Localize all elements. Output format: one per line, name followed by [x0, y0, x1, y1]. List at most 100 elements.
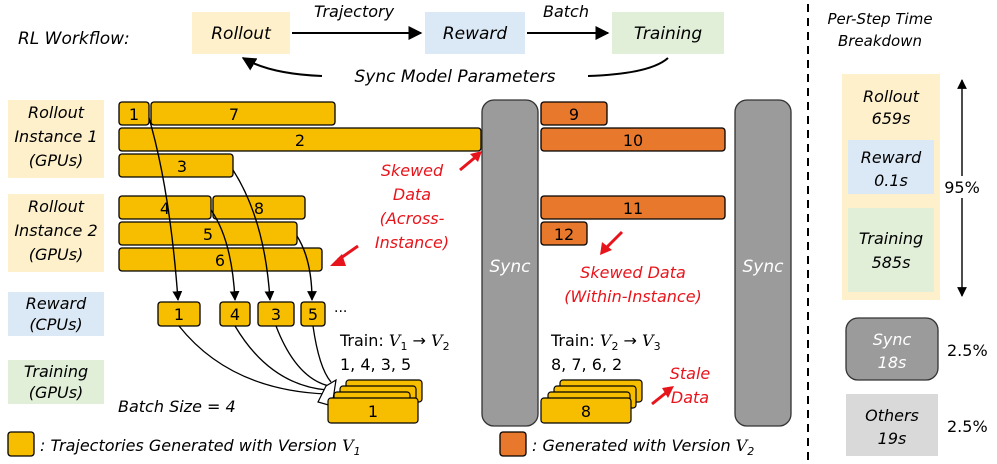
batch-label: Batch — [543, 2, 589, 21]
red-arrowhead-within — [600, 242, 612, 255]
breakdown-others-value: 19s — [878, 429, 907, 448]
skew-across-line1: Skewed — [381, 161, 444, 180]
reward-item-5-label: 5 — [308, 305, 318, 324]
batch1-stack-label: 1 — [368, 402, 378, 421]
red-arrowhead-stale — [662, 386, 674, 398]
workflow-training-label: Training — [634, 24, 702, 44]
bar-9-label: 9 — [569, 105, 579, 124]
sync-pillar-1-label: Sync — [490, 257, 532, 277]
red-arrow-stale — [651, 390, 668, 406]
bar-2 — [118, 127, 482, 152]
workflow-header: RL Workflow: Rollout Reward Training Tra… — [18, 2, 724, 87]
legend-v1-label: : Trajectories Generated with Version V1 — [40, 436, 361, 458]
bar-1 — [118, 101, 150, 126]
batch2-stack-label: 8 — [581, 402, 591, 421]
row-label-training-line2: (GPUs) — [29, 383, 84, 402]
bar-7 — [150, 101, 336, 126]
bar-11 — [540, 195, 726, 220]
training-batch-2: Train: V2 → V3 8, 7, 6, 2 8 — [540, 331, 661, 424]
breakdown-title-line1: Per-Step Time — [827, 10, 932, 28]
row-label-r2-line2: Instance 2 — [14, 221, 97, 240]
bar-5 — [118, 221, 298, 246]
reward-items: 1 4 3 5 ... — [157, 300, 347, 327]
breakdown-pct-sync: 2.5% — [947, 341, 988, 360]
arrow-bar1-to-reward — [148, 117, 183, 301]
batch-size-label: Batch Size = 4 — [118, 397, 236, 416]
sync-pillar-2-label: Sync — [743, 257, 785, 277]
workflow-reward-label: Reward — [443, 24, 508, 44]
time-breakdown: Per-Step Time Breakdown Rollout 659s Rew… — [827, 10, 988, 456]
rollout-bars-v2 — [540, 101, 726, 246]
legend: : Trajectories Generated with Version V1… — [7, 431, 754, 458]
breakdown-training-name: Training — [859, 229, 923, 248]
bar-7-label: 7 — [229, 105, 239, 124]
breakdown-rollout-name: Rollout — [863, 87, 920, 106]
legend-v2-label: : Generated with Version V2 — [532, 436, 754, 458]
curve-item1-to-batch — [178, 325, 327, 395]
sync-pillar-1 — [481, 99, 539, 427]
row-label-r1-line2: Instance 1 — [14, 127, 97, 146]
row-label-r2-line1: Rollout — [28, 197, 85, 216]
bar-5-label: 5 — [203, 225, 213, 244]
stale-line2: Data — [671, 388, 709, 407]
bar-12-label: 12 — [554, 225, 574, 244]
reward-item-4-label: 4 — [230, 305, 240, 324]
rollout-bars-v1 — [118, 101, 482, 272]
trajectory-label: Trajectory — [314, 2, 395, 21]
arrow-bar5-to-reward — [296, 235, 317, 301]
row-label-bg-r2 — [8, 194, 104, 272]
breakdown-reward-box — [848, 140, 934, 194]
curve-item4-to-batch — [234, 325, 328, 391]
legend-v1-swatch — [7, 431, 35, 457]
skew-across-line4: Instance) — [375, 233, 449, 252]
row-label-reward-line1: Reward — [26, 294, 87, 313]
row-label-reward-line2: (CPUs) — [29, 315, 82, 334]
stale-line1: Stale — [670, 364, 711, 383]
batch-flow-curves — [178, 325, 332, 395]
breakdown-training-value: 585s — [872, 253, 911, 272]
row-label-bg-training — [8, 360, 104, 404]
workflow-training-box — [612, 12, 724, 54]
batch1-stack-0 — [327, 397, 419, 424]
workflow-reward-box — [425, 12, 525, 54]
row-labels: Rollout Instance 1 (GPUs) Rollout Instan… — [8, 100, 104, 404]
arrow-bar4-to-reward — [210, 209, 240, 301]
breakdown-others-box — [846, 394, 938, 456]
bar-6 — [118, 247, 323, 272]
sync-params-label: Sync Model Parameters — [355, 67, 556, 87]
reward-ellipsis: ... — [334, 300, 347, 316]
breakdown-reward-name: Reward — [861, 148, 922, 167]
skew-within-line1: Skewed Data — [580, 263, 686, 282]
bar-9 — [540, 101, 608, 126]
breakdown-pct-main: 95% — [944, 178, 980, 197]
legend-v2-swatch — [499, 431, 527, 457]
skew-across-line3: (Across- — [380, 209, 445, 228]
bar-6-label: 6 — [215, 251, 225, 270]
row-label-r2-line3: (GPUs) — [29, 245, 84, 264]
red-arrowhead-across-down — [330, 254, 346, 266]
train2-order: 8, 7, 6, 2 — [551, 355, 622, 374]
breakdown-pct-main-bg — [942, 176, 982, 198]
bar-4 — [118, 195, 212, 220]
training-batch-1: Train: V1 → V2 1, 4, 3, 5 1 — [317, 331, 450, 424]
train2-label: Train: V2 → V3 — [550, 331, 661, 353]
skew-across-line2: Data — [393, 185, 431, 204]
train1-order: 1, 4, 3, 5 — [340, 355, 411, 374]
train1-label: Train: V1 → V2 — [339, 331, 450, 353]
rollout-bar-labels-v1: 1 7 2 3 4 8 5 6 — [129, 105, 305, 270]
workflow-label: RL Workflow: — [18, 29, 130, 49]
red-arrow-within — [604, 230, 624, 250]
bar-1-label: 1 — [129, 105, 139, 124]
bar-8 — [212, 195, 306, 220]
breakdown-title-line2: Breakdown — [838, 32, 922, 50]
breakdown-pct-others: 2.5% — [947, 417, 988, 436]
row-label-training-line1: Training — [24, 362, 88, 381]
bar-8-label: 8 — [254, 199, 264, 218]
bar-2-label: 2 — [295, 131, 305, 150]
red-arrowhead-across-up — [470, 151, 482, 162]
skew-within-line2: (Within-Instance) — [564, 287, 702, 306]
breakdown-rollout-value: 659s — [872, 109, 911, 128]
row-label-bg-r1 — [8, 100, 104, 178]
sync-params-arrow-right — [587, 57, 669, 77]
reward-item-1-label: 1 — [174, 305, 184, 324]
